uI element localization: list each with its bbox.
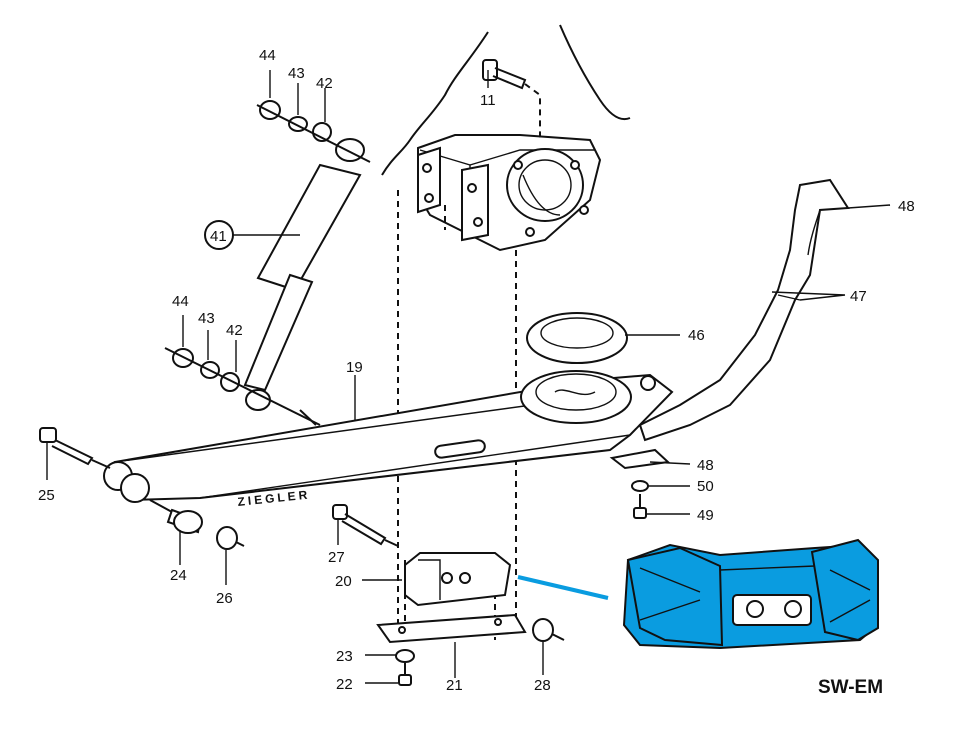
washer-50 [631, 480, 649, 492]
label-48-low: 48 [697, 457, 714, 474]
engine-mount-20 [404, 552, 512, 607]
leader-lines [46, 70, 891, 684]
bolt-22 [398, 663, 412, 686]
shock-bottom-hardware [164, 347, 321, 426]
bolt-27 [332, 504, 399, 547]
label-23: 23 [336, 648, 353, 665]
rubber-ring [526, 312, 628, 364]
highlighted-mount [622, 538, 880, 650]
label-28: 28 [534, 677, 551, 694]
label-42-mid: 42 [226, 322, 243, 339]
label-26: 26 [216, 590, 233, 607]
label-24: 24 [170, 567, 187, 584]
bolt-25 [39, 427, 111, 469]
label-21: 21 [446, 677, 463, 694]
label-43-mid: 43 [198, 310, 215, 327]
trailing-arm [103, 370, 674, 503]
label-22: 22 [336, 676, 353, 693]
plate-21 [376, 613, 527, 644]
screw-49 [633, 494, 647, 519]
label-50: 50 [697, 478, 714, 495]
highlight-connector-line [517, 575, 609, 600]
product-code: SW-EM [818, 677, 883, 698]
nut-28 [532, 618, 565, 642]
label-49: 49 [697, 507, 714, 524]
shock-top-hardware [256, 100, 371, 163]
label-19: 19 [346, 359, 363, 376]
part-labels: 11 44 43 42 41 44 43 42 19 46 48 47 48 5… [38, 47, 915, 694]
plate-48-lower [609, 448, 671, 470]
label-11: 11 [480, 92, 496, 109]
label-41: 41 [210, 228, 227, 245]
label-44-mid: 44 [172, 293, 189, 310]
label-20: 20 [335, 573, 352, 590]
washer-23 [395, 649, 415, 663]
label-47: 47 [850, 288, 867, 305]
frame-bracket [381, 24, 631, 252]
bolt-11 [482, 59, 527, 90]
label-48-top: 48 [898, 198, 915, 215]
callout-circle-41 [204, 220, 234, 250]
label-25: 25 [38, 487, 55, 504]
label-43-top: 43 [288, 65, 305, 82]
label-44-top: 44 [259, 47, 276, 64]
torsion-spring [638, 178, 850, 442]
nut-26 [216, 526, 245, 550]
label-42-top: 42 [316, 75, 333, 92]
shock-absorber [243, 138, 365, 426]
bushing-24 [166, 508, 203, 534]
label-27: 27 [328, 549, 345, 566]
label-46: 46 [688, 327, 705, 344]
